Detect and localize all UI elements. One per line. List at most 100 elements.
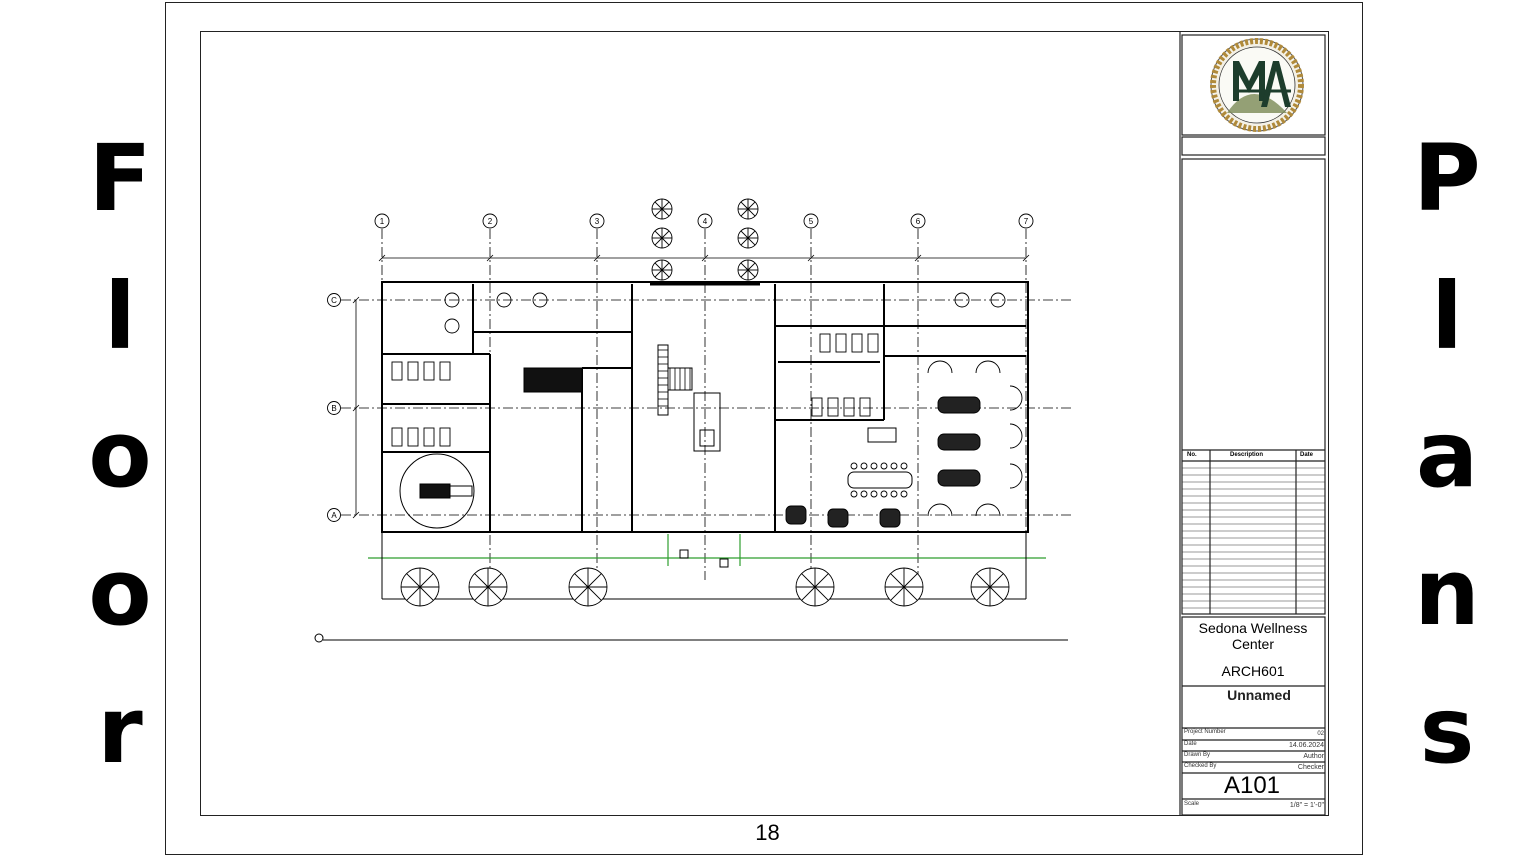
- lounge-seat: [785, 505, 807, 525]
- toilet-stall: [843, 397, 855, 417]
- grid-bubble-2: 2: [482, 213, 498, 229]
- title-letter: F: [88, 125, 152, 232]
- grid-bubble-label: A: [331, 511, 337, 520]
- toilet-stall: [407, 427, 419, 447]
- field-label-project-number: Project Number: [1184, 729, 1226, 735]
- toilet-stall: [439, 427, 451, 447]
- sheet-inner-frame: [200, 31, 1329, 816]
- project-code: ARCH601: [1221, 663, 1285, 679]
- title-letter: l: [104, 263, 136, 370]
- tree: [970, 567, 1010, 607]
- tree: [737, 198, 759, 220]
- title-letter: s: [1419, 677, 1475, 784]
- field-label-checked-by: Checked By: [1184, 763, 1217, 769]
- grid-bubble-C: C: [327, 293, 341, 307]
- booth: [1009, 385, 1023, 411]
- booth: [1009, 463, 1023, 489]
- tree: [468, 567, 508, 607]
- grid-lines: [341, 229, 1072, 580]
- sheet-number: A101: [1223, 772, 1281, 799]
- grid-row-bubbles: C B A: [327, 293, 341, 522]
- grid-bubble-label: 2: [488, 217, 493, 226]
- chair: [870, 462, 878, 470]
- building-walls: [381, 281, 1029, 533]
- toilet-stall: [859, 397, 871, 417]
- toilet-stall: [391, 361, 403, 381]
- chair: [900, 490, 908, 498]
- booth: [927, 360, 953, 374]
- furniture: [391, 292, 1023, 528]
- field-label-scale: Scale: [1184, 801, 1200, 807]
- dining-table: [937, 396, 981, 414]
- toilet-stall: [391, 427, 403, 447]
- company-logo: [1210, 38, 1304, 132]
- field-value-date: 14.06.2024: [1288, 742, 1324, 749]
- title-letter: P: [1413, 125, 1481, 232]
- chair: [880, 462, 888, 470]
- stair-and-elevator: [523, 344, 721, 452]
- tree: [651, 259, 673, 281]
- dimension-line: [355, 257, 1026, 515]
- side-title-floor: F l o o r: [75, 110, 165, 800]
- chair: [990, 292, 1006, 308]
- booth: [1009, 423, 1023, 449]
- title-letter: a: [1415, 401, 1479, 508]
- grid-bubble-7: 7: [1018, 213, 1034, 229]
- sheet-name: Unnamed: [1227, 687, 1291, 703]
- field-value-checked-by: Checker: [1297, 764, 1324, 771]
- field-value-scale: 1/8" = 1'-0": [1289, 802, 1324, 809]
- chair: [532, 292, 548, 308]
- grid-bubble-label: 4: [703, 217, 708, 226]
- tree: [400, 567, 440, 607]
- chair: [860, 462, 868, 470]
- toilet-stall: [827, 397, 839, 417]
- grid-bubble-6: 6: [910, 213, 926, 229]
- title-block: [1179, 32, 1326, 816]
- revision-header-no: No.: [1187, 452, 1197, 458]
- toilet-stall: [423, 361, 435, 381]
- grid-bubble-label: 5: [809, 217, 814, 226]
- grid-bubble-label: C: [331, 296, 337, 305]
- revision-header-description: Description: [1230, 452, 1264, 458]
- booth: [927, 503, 953, 517]
- tree: [651, 198, 673, 220]
- sheet-outer-frame: [165, 2, 1363, 855]
- tree: [737, 259, 759, 281]
- title-letter: l: [1431, 263, 1463, 370]
- booth: [975, 360, 1001, 374]
- tree: [884, 567, 924, 607]
- lounge-seat: [827, 508, 849, 528]
- field-label-date: Date: [1184, 741, 1197, 747]
- side-title-plans: P l a n s: [1402, 110, 1492, 800]
- grid-bubble-5: 5: [803, 213, 819, 229]
- toilet-stall: [407, 361, 419, 381]
- tree: [568, 567, 608, 607]
- project-name: Sedona Wellness Center: [1198, 620, 1308, 652]
- booth: [975, 503, 1001, 517]
- chair: [870, 490, 878, 498]
- chair: [496, 292, 512, 308]
- dining-table: [937, 433, 981, 451]
- tree: [651, 227, 673, 249]
- field-label-drawn-by: Drawn By: [1184, 752, 1211, 758]
- chair: [444, 292, 460, 308]
- grid-bubble-label: 7: [1024, 217, 1029, 226]
- tree: [737, 227, 759, 249]
- section-line: [314, 633, 1068, 643]
- revision-table-rows: [1182, 467, 1325, 609]
- site-boundary-line: [368, 534, 1046, 566]
- chair: [890, 490, 898, 498]
- grid-bubble-1: 1: [374, 213, 390, 229]
- toilet-stall: [835, 333, 847, 353]
- toilet-stall: [423, 427, 435, 447]
- lounge-seat: [879, 508, 901, 528]
- dining-table: [937, 469, 981, 487]
- chair: [880, 490, 888, 498]
- project-address-note: [1196, 176, 1256, 181]
- grid-bubble-B: B: [327, 401, 341, 415]
- toilet-stall: [867, 333, 879, 353]
- chair: [954, 292, 970, 308]
- chair: [850, 490, 858, 498]
- title-letter: o: [88, 539, 152, 646]
